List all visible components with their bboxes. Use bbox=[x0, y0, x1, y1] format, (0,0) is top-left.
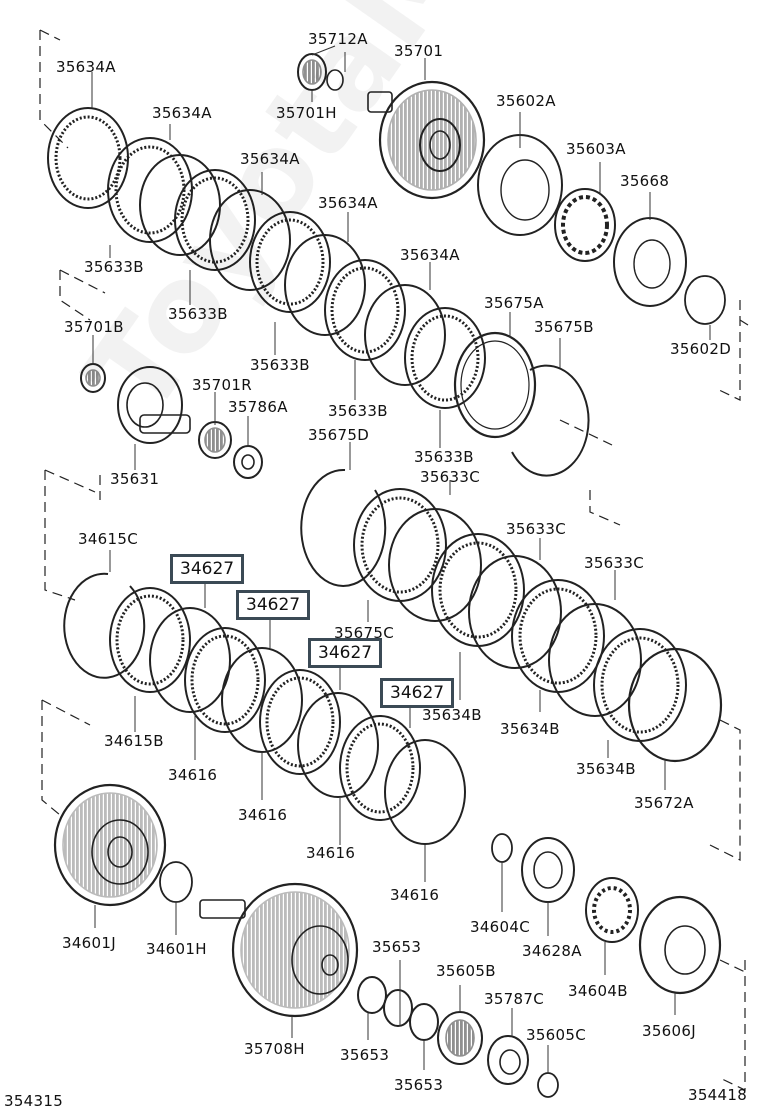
part-label-34616: 34616 bbox=[168, 766, 218, 784]
part-label-35602A: 35602A bbox=[496, 92, 556, 110]
highlighted-part-34627[interactable]: 34627 bbox=[170, 554, 245, 584]
part-label-34615C: 34615C bbox=[78, 530, 138, 548]
part-label-35653: 35653 bbox=[372, 938, 422, 956]
part-label-35634A: 35634A bbox=[318, 194, 378, 212]
bottom-center-drum bbox=[199, 882, 359, 1018]
part-label-35605C: 35605C bbox=[526, 1026, 586, 1044]
leader-lines bbox=[91, 45, 711, 1073]
part-label-35672A: 35672A bbox=[634, 794, 694, 812]
part-label-35633B: 35633B bbox=[328, 402, 388, 420]
part-label-35633C: 35633C bbox=[420, 468, 480, 486]
diagram-id-left: 354315 bbox=[4, 1092, 64, 1110]
part-label-35634A: 35634A bbox=[56, 58, 116, 76]
part-label-34616: 34616 bbox=[306, 844, 356, 862]
part-label-35634A: 35634A bbox=[152, 104, 212, 122]
part-label-35675C: 35675C bbox=[334, 624, 394, 642]
bottom-small-parts bbox=[357, 833, 722, 1098]
part-label-35634B: 35634B bbox=[576, 760, 636, 778]
diagram-id-right: 354418 bbox=[688, 1086, 748, 1104]
part-label-34604C: 34604C bbox=[470, 918, 530, 936]
part-label-35633C: 35633C bbox=[584, 554, 644, 572]
part-label-35631: 35631 bbox=[110, 470, 160, 488]
part-label-35675D: 35675D bbox=[308, 426, 370, 444]
part-label-35712A: 35712A bbox=[308, 30, 368, 48]
part-label-35675A: 35675A bbox=[484, 294, 544, 312]
part-label-35701R: 35701R bbox=[192, 376, 252, 394]
part-label-35701: 35701 bbox=[394, 42, 444, 60]
part-label-35633B: 35633B bbox=[168, 305, 228, 323]
part-label-35605B: 35605B bbox=[436, 962, 496, 980]
part-label-35708H: 35708H bbox=[244, 1040, 305, 1058]
part-label-35675B: 35675B bbox=[534, 318, 594, 336]
part-label-35633B: 35633B bbox=[84, 258, 144, 276]
highlighted-part-34627[interactable]: 34627 bbox=[308, 638, 383, 668]
part-label-35786A: 35786A bbox=[228, 398, 288, 416]
highlighted-part-34627[interactable]: 34627 bbox=[380, 678, 455, 708]
part-label-35653: 35653 bbox=[340, 1046, 390, 1064]
part-label-35701B: 35701B bbox=[64, 318, 124, 336]
part-label-35634A: 35634A bbox=[240, 150, 300, 168]
middle-clutch-pack bbox=[300, 468, 723, 763]
top-right-drum bbox=[297, 53, 726, 325]
dashed-frames bbox=[39, 29, 749, 1091]
part-label-35668: 35668 bbox=[620, 172, 670, 190]
part-label-34601J: 34601J bbox=[62, 934, 116, 952]
part-label-35602D: 35602D bbox=[670, 340, 732, 358]
part-label-35634B: 35634B bbox=[500, 720, 560, 738]
part-label-34616: 34616 bbox=[238, 806, 288, 824]
input-shaft-assembly bbox=[80, 363, 263, 479]
part-label-35701H: 35701H bbox=[276, 104, 337, 122]
part-label-35633C: 35633C bbox=[506, 520, 566, 538]
part-label-35603A: 35603A bbox=[566, 140, 626, 158]
top-clutch-pack bbox=[47, 107, 590, 477]
part-label-34616: 34616 bbox=[390, 886, 440, 904]
part-label-35633B: 35633B bbox=[250, 356, 310, 374]
highlighted-part-34627[interactable]: 34627 bbox=[236, 590, 311, 620]
part-label-34615B: 34615B bbox=[104, 732, 164, 750]
part-label-35634A: 35634A bbox=[400, 246, 460, 264]
part-label-34628A: 34628A bbox=[522, 942, 582, 960]
part-label-35787C: 35787C bbox=[484, 990, 544, 1008]
part-label-35634B: 35634B bbox=[422, 706, 482, 724]
part-label-35633B: 35633B bbox=[414, 448, 474, 466]
part-label-35606J: 35606J bbox=[642, 1022, 696, 1040]
part-label-35653: 35653 bbox=[394, 1076, 444, 1094]
bottom-left-drum bbox=[53, 783, 193, 907]
part-label-34604B: 34604B bbox=[568, 982, 628, 1000]
part-label-34601H: 34601H bbox=[146, 940, 207, 958]
